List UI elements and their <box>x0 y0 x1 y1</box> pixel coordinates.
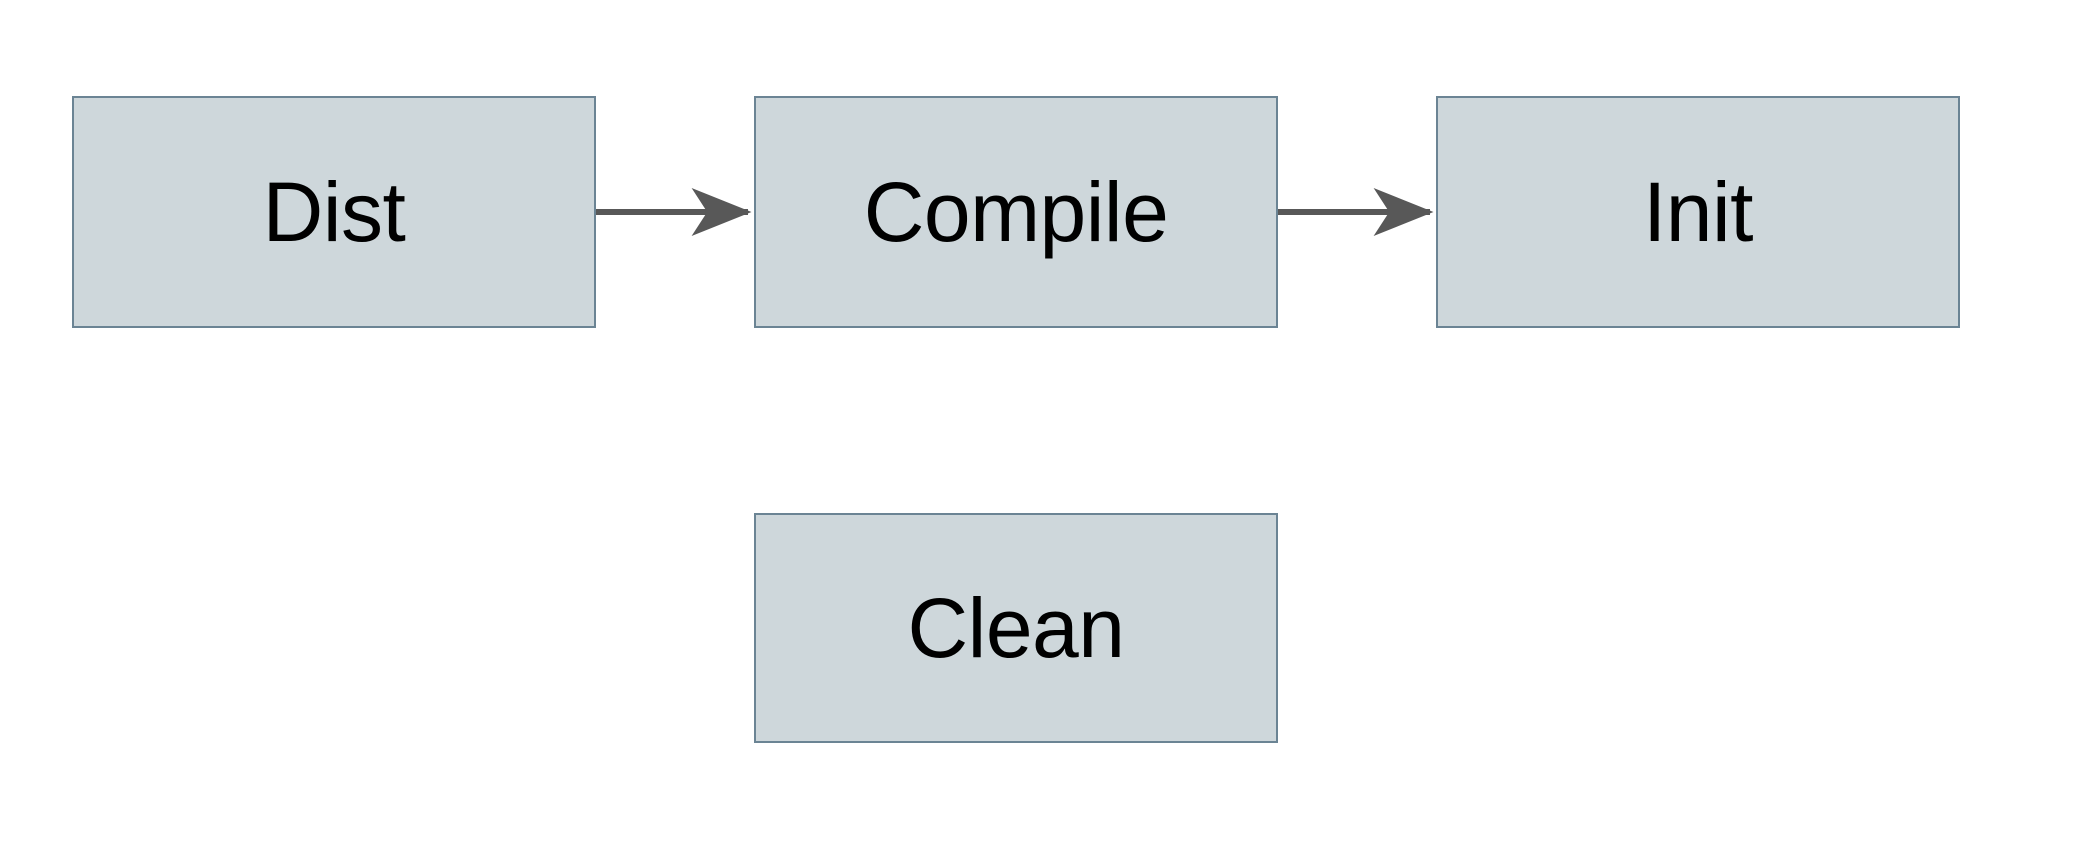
node-dist[interactable]: Dist <box>72 96 596 328</box>
node-label-init: Init <box>1642 165 1754 259</box>
node-init[interactable]: Init <box>1436 96 1960 328</box>
node-label-compile: Compile <box>863 165 1169 259</box>
node-label-clean: Clean <box>907 581 1125 675</box>
node-label-dist: Dist <box>262 165 406 259</box>
node-clean[interactable]: Clean <box>754 513 1278 743</box>
node-compile[interactable]: Compile <box>754 96 1278 328</box>
